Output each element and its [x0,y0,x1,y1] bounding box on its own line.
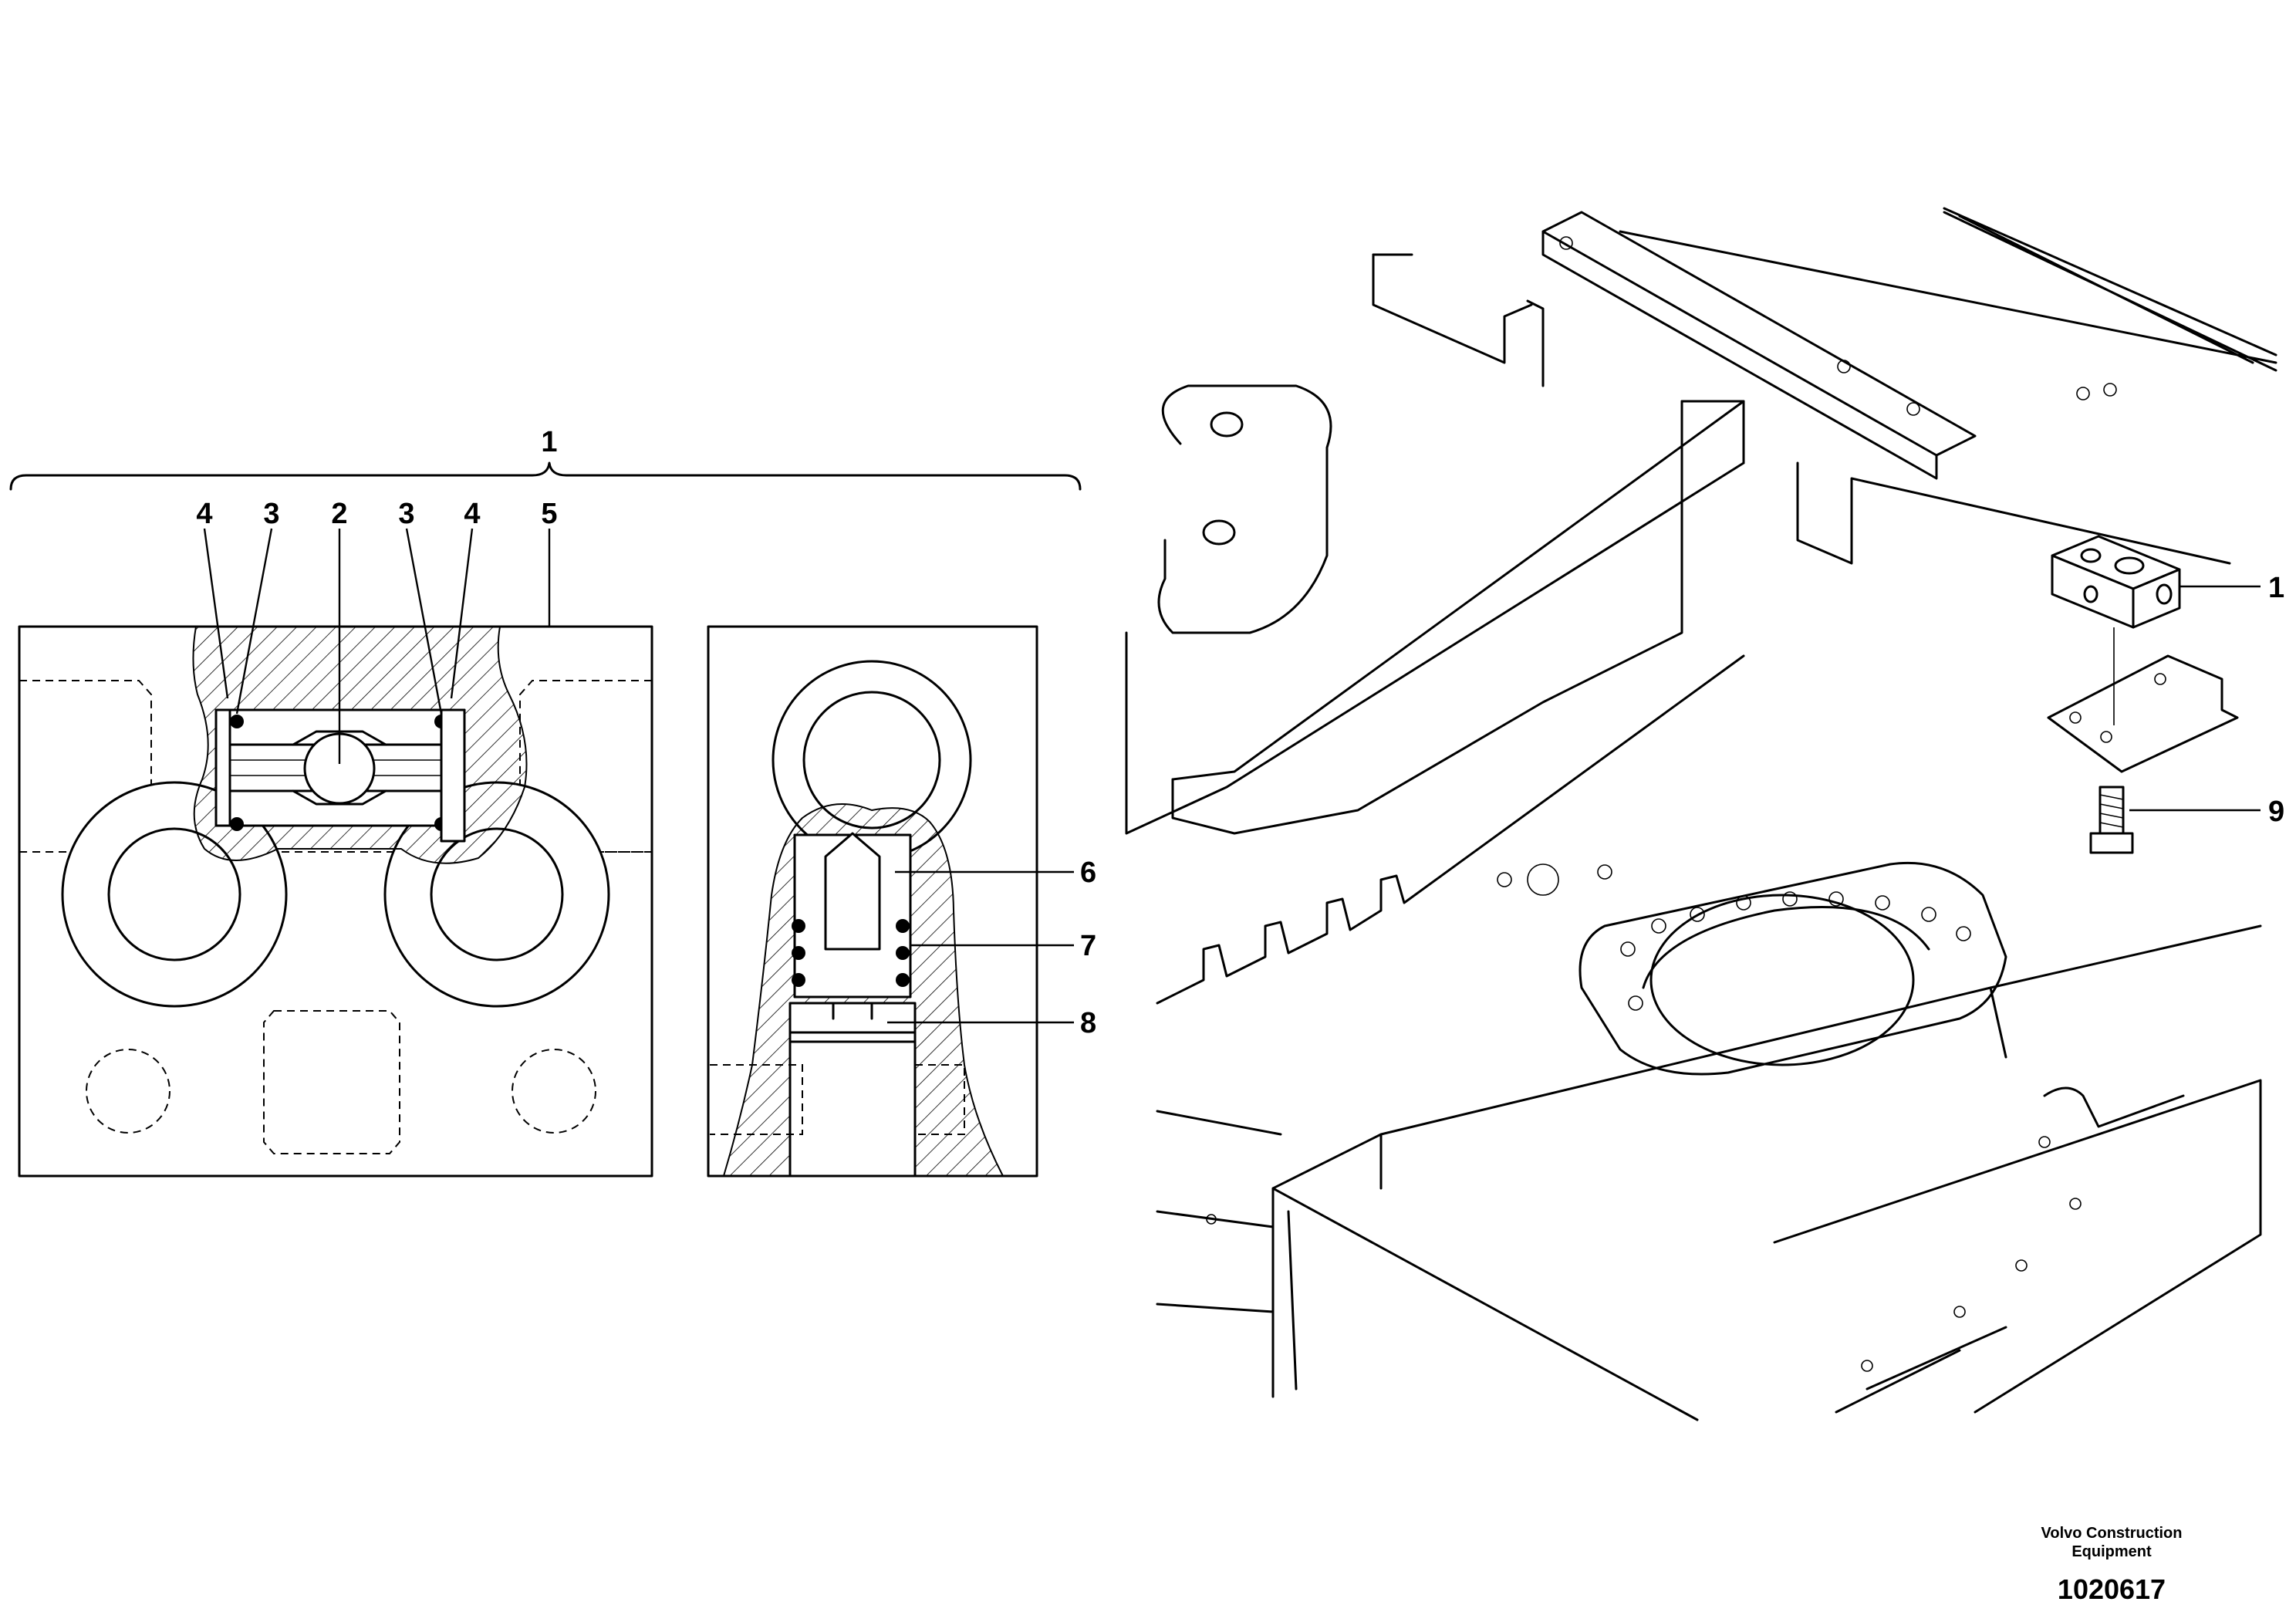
hidden-port-right [512,1049,596,1134]
callout-2: 2 [331,498,347,530]
frame-lower-edge [1156,654,1745,1005]
leader-4-left [203,528,229,699]
relief-spring [792,919,910,987]
callout-1-right: 1 [2268,572,2284,604]
frame-top-plate [1541,211,1977,480]
callout-9: 9 [2268,796,2284,828]
callout-6: 6 [1080,857,1096,889]
callout-4-left: 4 [196,498,212,530]
ring-boss-left-bore [107,827,241,961]
frame-boom-mount [1157,384,1332,634]
mounting-bracket [2047,654,2239,773]
callout-1-top: 1 [541,426,557,458]
distribution-block-part [2051,535,2181,629]
hidden-passages [19,680,652,1154]
leader-3-right [405,528,443,715]
callout-4-right: 4 [464,498,480,530]
bolt-part [2089,786,2134,854]
assembly-brace [9,461,1082,491]
leader-3-left [235,528,273,715]
leader-4-right [450,528,474,699]
company-name-line1: Volvo Construction [2041,1525,2183,1542]
frame-isometric-view: 1 9 [1125,207,2284,1421]
frame-swing-bore [1649,894,1915,1066]
hidden-port-left [86,1049,171,1134]
seal-left-lower [230,817,244,831]
relief-poppet [824,832,881,951]
frame-lower-deck [1156,924,2262,1421]
callout-3-left: 3 [263,498,279,530]
callout-5: 5 [541,498,557,530]
footer: Volvo Construction Equipment 1020617 [2041,1525,2183,1605]
callout-7: 7 [1080,930,1096,962]
relief-valve-section-view: 6 7 8 [707,625,1096,1178]
frame-swing-plate [1578,861,2007,1076]
frame-main-beam [1125,400,1745,835]
company-name-line2: Equipment [2071,1543,2152,1560]
callout-3-right: 3 [398,498,414,530]
block-section-view: 1 4 3 2 3 4 5 [9,426,1082,1178]
callout-8: 8 [1080,1007,1096,1039]
image-number: 1020617 [2058,1573,2166,1605]
relief-adjuster-plug [788,1002,917,1178]
seal-left-upper [230,715,244,728]
